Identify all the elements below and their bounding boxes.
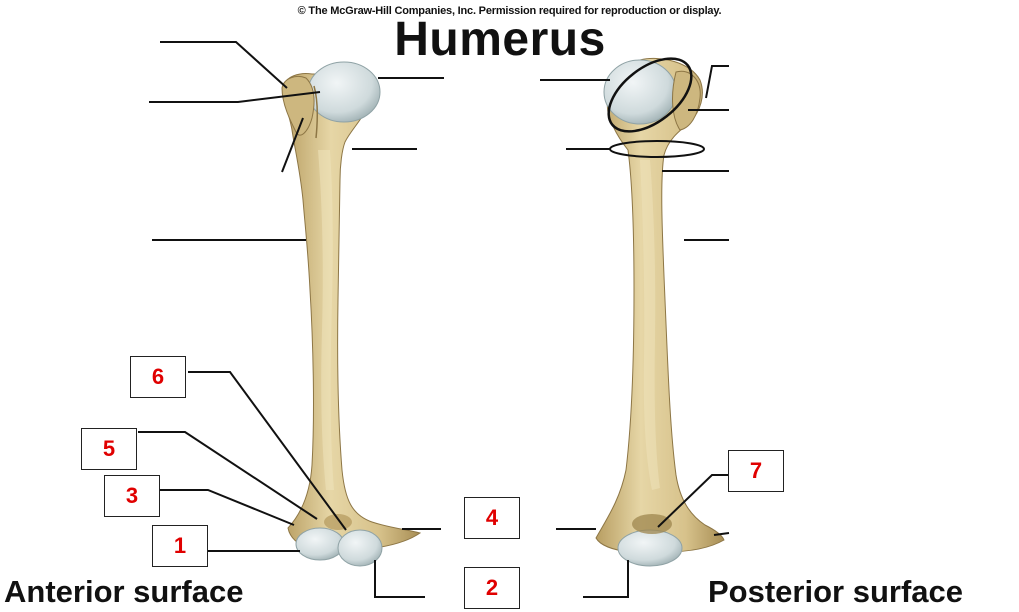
page-title: Humerus — [0, 12, 1000, 67]
leader-b2 — [706, 66, 729, 98]
anterior-capitulum — [296, 528, 344, 560]
label-box-5: 5 — [81, 428, 137, 470]
posterior-olecranon-fossa — [632, 514, 672, 534]
leader-5 — [138, 432, 317, 519]
label-box-2: 2 — [464, 567, 520, 609]
label-box-3: 3 — [104, 475, 160, 517]
label-box-1: 1 — [152, 525, 208, 567]
anterior-greater-tubercle — [282, 76, 314, 135]
anterior-humerus — [282, 62, 420, 566]
anterior-surface-label: Anterior surface — [4, 574, 243, 610]
posterior-bone-body — [596, 58, 724, 552]
label-box-7: 7 — [728, 450, 784, 492]
posterior-humerus — [596, 44, 724, 566]
leader-3 — [160, 490, 294, 525]
anterior-fossa — [324, 514, 352, 530]
label-box-6: 6 — [130, 356, 186, 398]
label-box-4: 4 — [464, 497, 520, 539]
leader-2-left — [375, 560, 425, 597]
leader-2-right — [583, 560, 628, 597]
anterior-proximal-end — [283, 74, 420, 548]
posterior-greater-tubercle — [673, 71, 701, 130]
posterior-surface-label: Posterior surface — [708, 574, 963, 610]
